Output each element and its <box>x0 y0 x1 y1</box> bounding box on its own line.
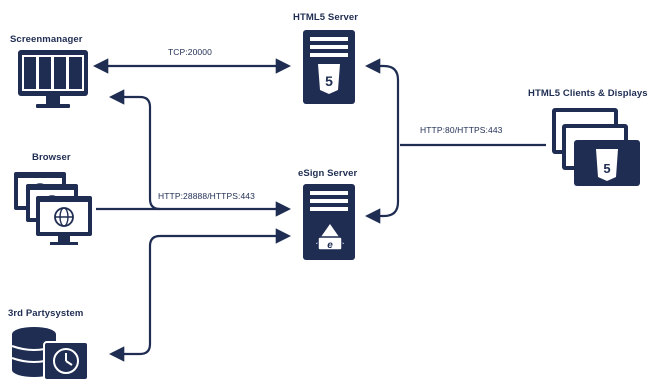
esign-server-label: eSign Server <box>298 168 358 179</box>
svg-text:5: 5 <box>603 161 610 176</box>
database-clock-icon <box>11 327 89 381</box>
http-80-label: HTTP:80/HTTPS:443 <box>420 125 503 135</box>
browser-windows-icon <box>14 172 92 245</box>
tcp-port-label: TCP:20000 <box>168 47 212 57</box>
screenmanager-esign-connector <box>108 89 161 211</box>
browser-label: Browser <box>32 152 71 163</box>
clients-bracket <box>364 58 400 224</box>
svg-text:5: 5 <box>325 73 333 89</box>
server-esign-icon: e <box>303 184 355 260</box>
third-party-label: 3rd Partysystem <box>8 308 84 319</box>
screenmanager-label: Screenmanager <box>10 34 83 45</box>
http-28888-label: HTTP:28888/HTTPS:443 <box>158 191 255 201</box>
third-party-connector <box>108 228 292 362</box>
svg-text:e: e <box>327 240 333 251</box>
html5-server-label: HTML5 Server <box>293 12 359 23</box>
server-html5-icon: 5 <box>303 30 355 104</box>
monitor-grid-icon <box>18 50 88 108</box>
html5-clients-label: HTML5 Clients & Displays <box>528 88 648 99</box>
html5-devices-icon: 5 <box>552 108 640 186</box>
